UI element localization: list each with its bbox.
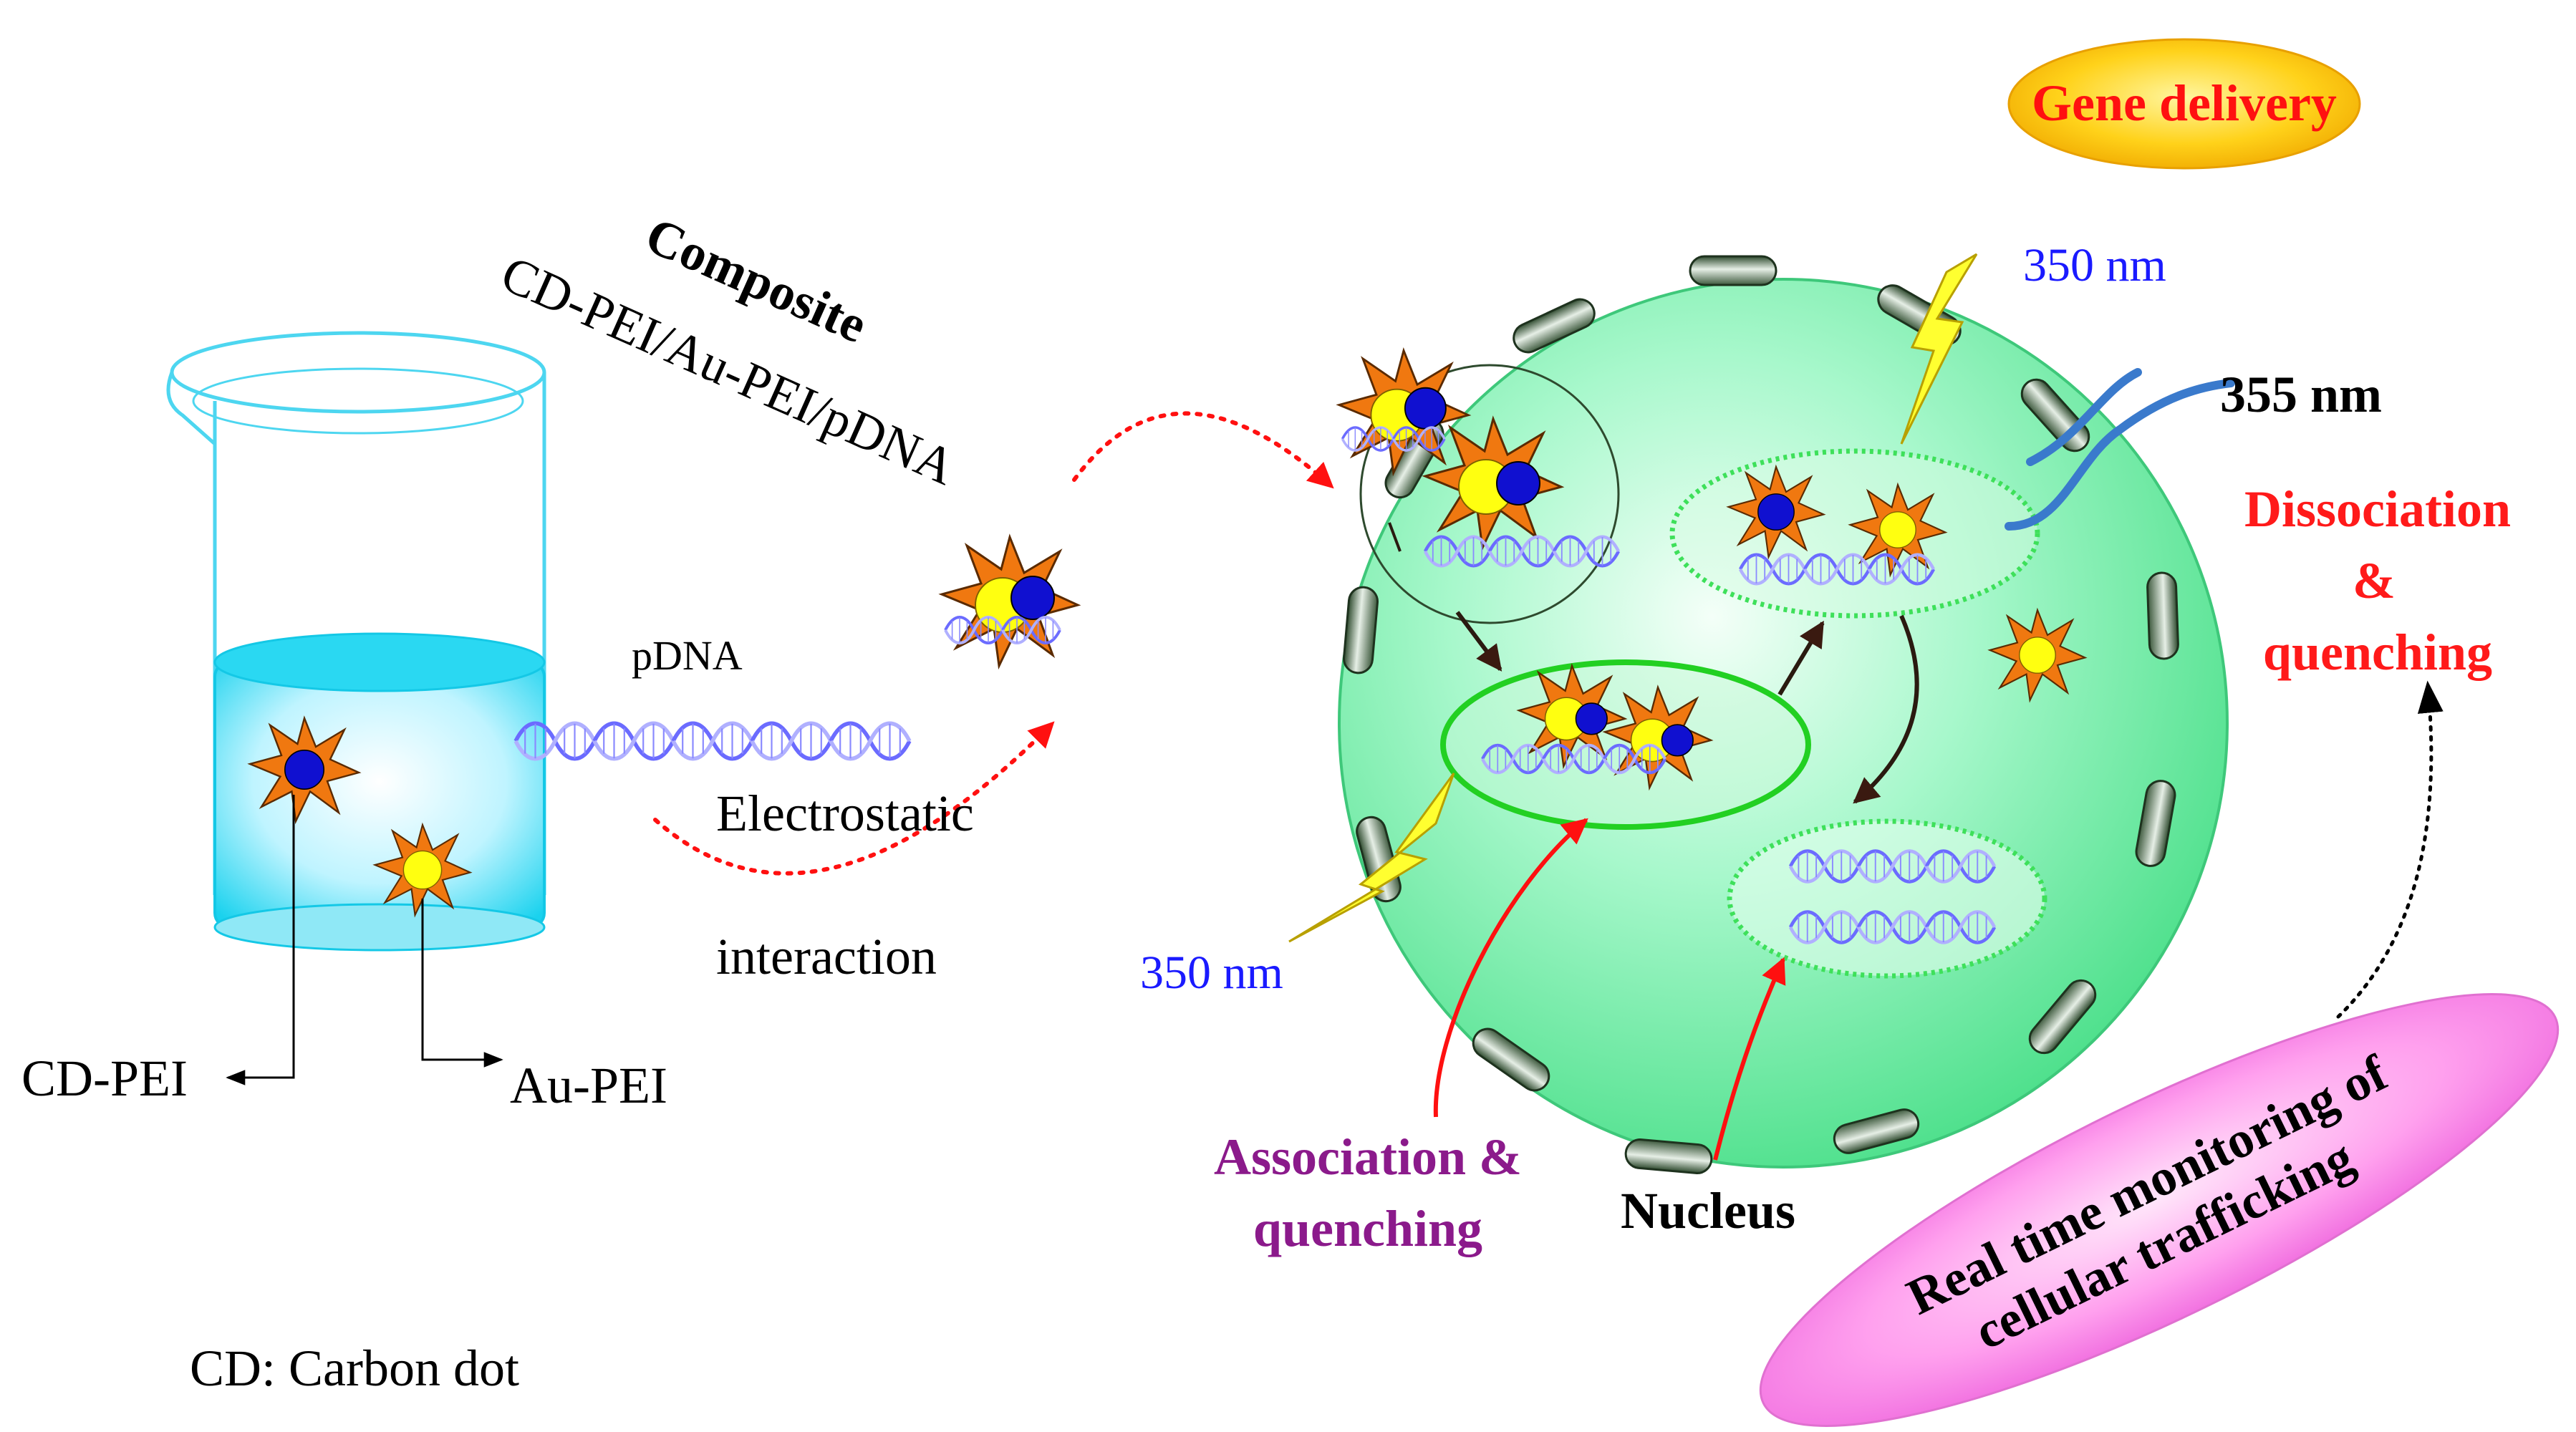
interaction-label: interaction xyxy=(716,928,937,985)
path-arrow-2 xyxy=(1777,620,1825,696)
endosome-entry xyxy=(1359,364,1620,624)
pdna-label: pDNA xyxy=(632,632,743,679)
electrostatic-arrow xyxy=(653,721,1055,876)
endosome-association xyxy=(1440,659,1811,830)
lightning-icon xyxy=(1288,773,1455,943)
dissociated-au-particle xyxy=(1849,483,1947,576)
entering-particle-2 xyxy=(1424,417,1563,549)
lightning-icon xyxy=(1900,253,1978,445)
gene-delivery-badge: Gene delivery xyxy=(2007,38,2361,170)
light-wave-icon xyxy=(2005,368,2235,531)
gene-delivery-label: Gene delivery xyxy=(2032,74,2337,132)
cd-definition-note: CD: Carbon dot xyxy=(190,1340,519,1397)
cd-pei-label: CD-PEI xyxy=(21,1050,188,1107)
path-arrow-1 xyxy=(1455,611,1502,672)
dissociated-cd-particle xyxy=(1727,465,1825,558)
au-pei-label: Au-PEI xyxy=(510,1057,667,1114)
leader-lines xyxy=(226,795,503,1085)
path-arrow-3 xyxy=(1853,614,1919,804)
association-line-2: quenching xyxy=(1253,1200,1482,1257)
beaker-liquid xyxy=(213,661,546,929)
pdna-helix-icon xyxy=(516,723,910,759)
wavelength-bottom-label: 350 nm xyxy=(1140,947,1283,999)
cd-pei-particle xyxy=(249,717,360,823)
emission-label: 355 nm xyxy=(2220,366,2382,423)
nucleus-pointer xyxy=(1713,957,1786,1161)
dissociation-line-1: Dissociation xyxy=(2244,480,2511,538)
entering-particle-1 xyxy=(1338,349,1470,474)
uptake-arrow xyxy=(1072,411,1334,489)
composite-particle xyxy=(940,536,1079,667)
au-pei-particle xyxy=(374,823,471,916)
path-arrow-back xyxy=(1388,522,1402,552)
electrostatic-label: Electrostatic xyxy=(716,785,974,842)
nucleus-vesicle xyxy=(1727,818,2047,979)
association-line-1: Association & xyxy=(1214,1128,1522,1186)
association-particle-1 xyxy=(1518,664,1626,768)
nucleus-label: Nucleus xyxy=(1621,1182,1795,1239)
dissociation-line-3: quenching xyxy=(2263,624,2492,681)
monitoring-arrow xyxy=(2336,680,2444,1019)
beaker-icon xyxy=(166,331,546,952)
association-pointer xyxy=(1433,818,1588,1118)
wavelength-top-label: 350 nm xyxy=(2023,239,2166,291)
endosome-dissociation xyxy=(1669,448,2040,619)
dissociation-line-2: & xyxy=(2353,552,2396,609)
free-au-particle xyxy=(1989,609,2086,702)
